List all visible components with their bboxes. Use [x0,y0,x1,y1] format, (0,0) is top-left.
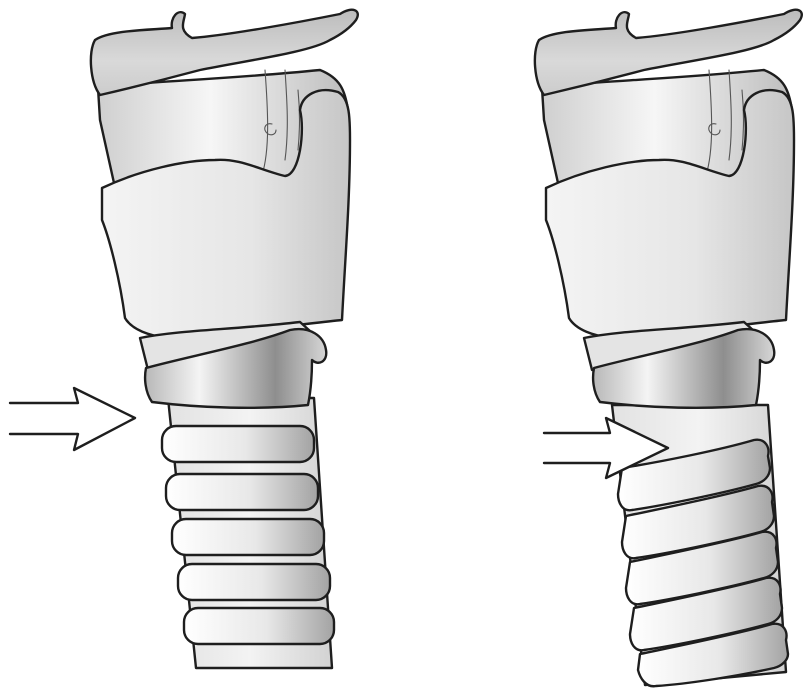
trachea-rings [162,426,334,644]
trachea-ring [184,608,334,644]
trachea-ring [162,426,314,462]
larynx-normal [10,10,358,668]
larynx-displaced [535,10,802,687]
trachea-ring [166,474,318,510]
trachea-rings [618,440,788,687]
trachea-ring [172,519,324,555]
trachea-ring [178,564,330,600]
arrow-indicator [10,388,135,450]
